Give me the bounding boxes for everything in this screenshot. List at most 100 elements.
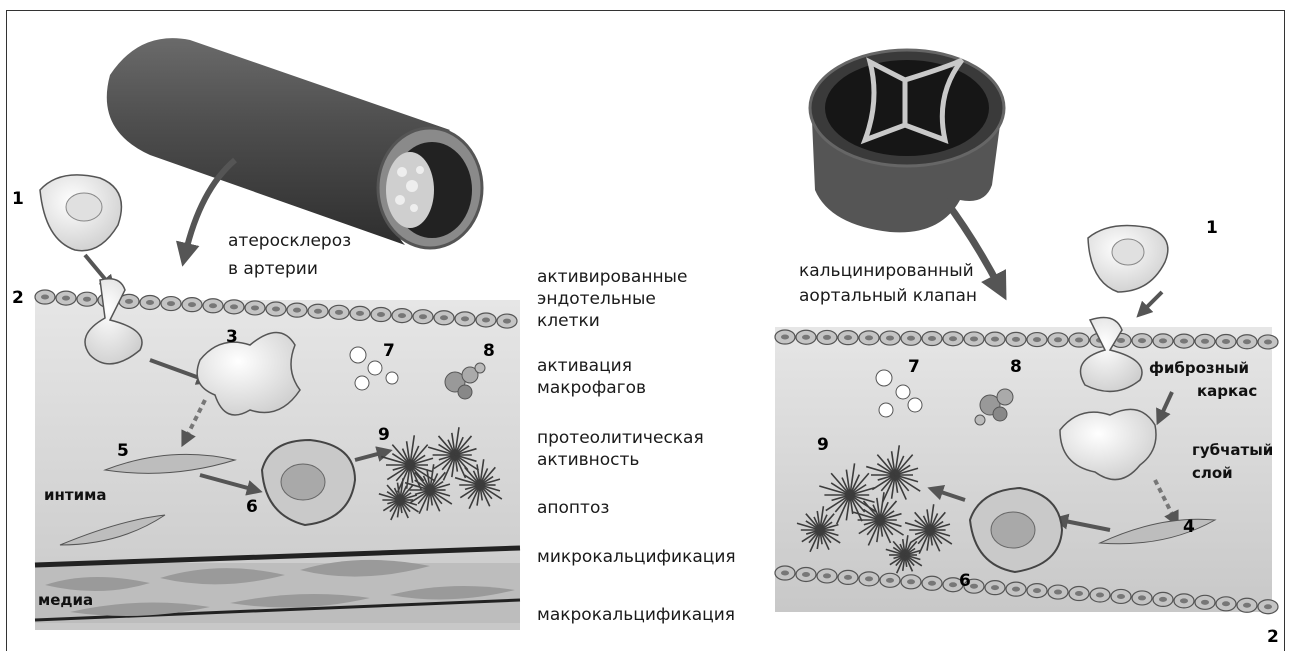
fibrosa-label-line2: каркас (1197, 382, 1257, 400)
right-label-2: 2 (1267, 627, 1279, 647)
legend: активированные эндотельные клетки актива… (537, 267, 736, 625)
left-label-3: 3 (226, 327, 238, 347)
endothelial-nucleus (1180, 598, 1188, 603)
endothelial-nucleus (503, 319, 511, 324)
endothelial-nucleus (823, 573, 831, 578)
right-title-line1: кальцинированный (799, 261, 974, 281)
endothelial-nucleus (1243, 603, 1251, 608)
endothelial-nucleus (1054, 337, 1062, 342)
left-title-line2: в артерии (228, 259, 318, 279)
endothelial-nucleus (1033, 337, 1041, 342)
endothelial-nucleus (230, 304, 238, 309)
endothelial-nucleus (125, 299, 133, 304)
endothelial-nucleus (886, 578, 894, 583)
endothelial-nucleus (1117, 594, 1125, 599)
media-label: медиа (38, 591, 93, 609)
endothelial-nucleus (970, 584, 978, 589)
left-panel: атеросклероз в артерии (12, 38, 520, 630)
endothelial-nucleus (1117, 338, 1125, 343)
endothelial-nucleus (1075, 591, 1083, 596)
monocyte-cell (40, 175, 121, 285)
intima-label: интима (44, 486, 106, 504)
endothelial-nucleus (335, 310, 343, 315)
fibrosa-label-line1: фиброзный (1149, 359, 1249, 377)
endothelial-nucleus (1012, 337, 1020, 342)
right-label-1: 1 (1206, 218, 1218, 238)
artery-illustration (107, 38, 482, 255)
endothelial-nucleus (802, 572, 810, 577)
endothelial-nucleus (62, 296, 70, 301)
endothelial-nucleus (419, 314, 427, 319)
endothelial-nucleus (781, 335, 789, 340)
endothelial-nucleus (928, 336, 936, 341)
legend-1-line1: активированные (537, 267, 687, 287)
endothelial-nucleus (1264, 339, 1272, 344)
left-label-7: 7 (383, 341, 395, 361)
endothelial-nucleus (1159, 597, 1167, 602)
right-monocyte-cell (1088, 226, 1168, 312)
endothelial-nucleus (209, 303, 217, 308)
endothelial-nucleus (1033, 588, 1041, 593)
endothelial-nucleus (146, 300, 154, 305)
right-panel: кальцинированный аортальный клапан (775, 50, 1279, 647)
right-label-8: 8 (1010, 357, 1022, 377)
left-label-9: 9 (378, 425, 390, 445)
endothelial-nucleus (844, 335, 852, 340)
endothelial-nucleus (272, 307, 280, 312)
endothelial-nucleus (949, 336, 957, 341)
legend-1-line3: клетки (537, 311, 600, 331)
endothelial-nucleus (461, 316, 469, 321)
endothelial-nucleus (907, 579, 915, 584)
spongiosa-label-line1: губчатый (1192, 441, 1273, 459)
left-label-1: 1 (12, 189, 24, 209)
right-label-7: 7 (908, 357, 920, 377)
endothelial-nucleus (1201, 339, 1209, 344)
right-label-4: 4 (1183, 517, 1195, 537)
right-label-9: 9 (817, 435, 829, 455)
legend-2-line2: макрофагов (537, 378, 646, 398)
endothelial-nucleus (823, 335, 831, 340)
endothelial-nucleus (398, 313, 406, 318)
left-label-2: 2 (12, 288, 24, 308)
left-title-line1: атеросклероз (228, 231, 351, 251)
endothelial-nucleus (167, 301, 175, 306)
endothelial-nucleus (83, 297, 91, 302)
endothelial-nucleus (482, 317, 490, 322)
endothelial-nucleus (1054, 590, 1062, 595)
endothelial-nucleus (1138, 338, 1146, 343)
endothelial-nucleus (440, 315, 448, 320)
endothelial-nucleus (970, 336, 978, 341)
endothelial-nucleus (251, 305, 259, 310)
endothelial-nucleus (991, 585, 999, 590)
legend-2-line1: активация (537, 356, 632, 376)
endothelial-nucleus (1264, 604, 1272, 609)
endothelial-nucleus (314, 309, 322, 314)
left-label-5: 5 (117, 441, 129, 461)
right-title-line2: аортальный клапан (799, 286, 977, 306)
endothelial-nucleus (991, 337, 999, 342)
endothelial-nucleus (1096, 592, 1104, 597)
endothelial-nucleus (1222, 339, 1230, 344)
legend-1-line2: эндотельные (537, 289, 656, 309)
endothelial-nucleus (1243, 339, 1251, 344)
aortic-valve-illustration (810, 50, 1004, 288)
endothelial-nucleus (41, 295, 49, 300)
legend-3-line1: протеолитическая (537, 428, 704, 448)
endothelial-nucleus (377, 312, 385, 317)
endothelial-nucleus (1075, 338, 1083, 343)
spongiosa-label-line2: слой (1192, 464, 1233, 482)
left-label-6: 6 (246, 497, 258, 517)
endothelial-nucleus (844, 575, 852, 580)
endothelial-nucleus (886, 336, 894, 341)
endothelial-nucleus (1159, 338, 1167, 343)
endothelial-nucleus (907, 336, 915, 341)
legend-4: апоптоз (537, 498, 609, 518)
endothelial-nucleus (928, 581, 936, 586)
endothelial-nucleus (1180, 339, 1188, 344)
endothelial-nucleus (293, 308, 301, 313)
legend-5: микрокальцификация (537, 547, 736, 567)
endothelial-nucleus (865, 576, 873, 581)
endothelial-nucleus (1201, 600, 1209, 605)
endothelial-nucleus (356, 311, 364, 316)
